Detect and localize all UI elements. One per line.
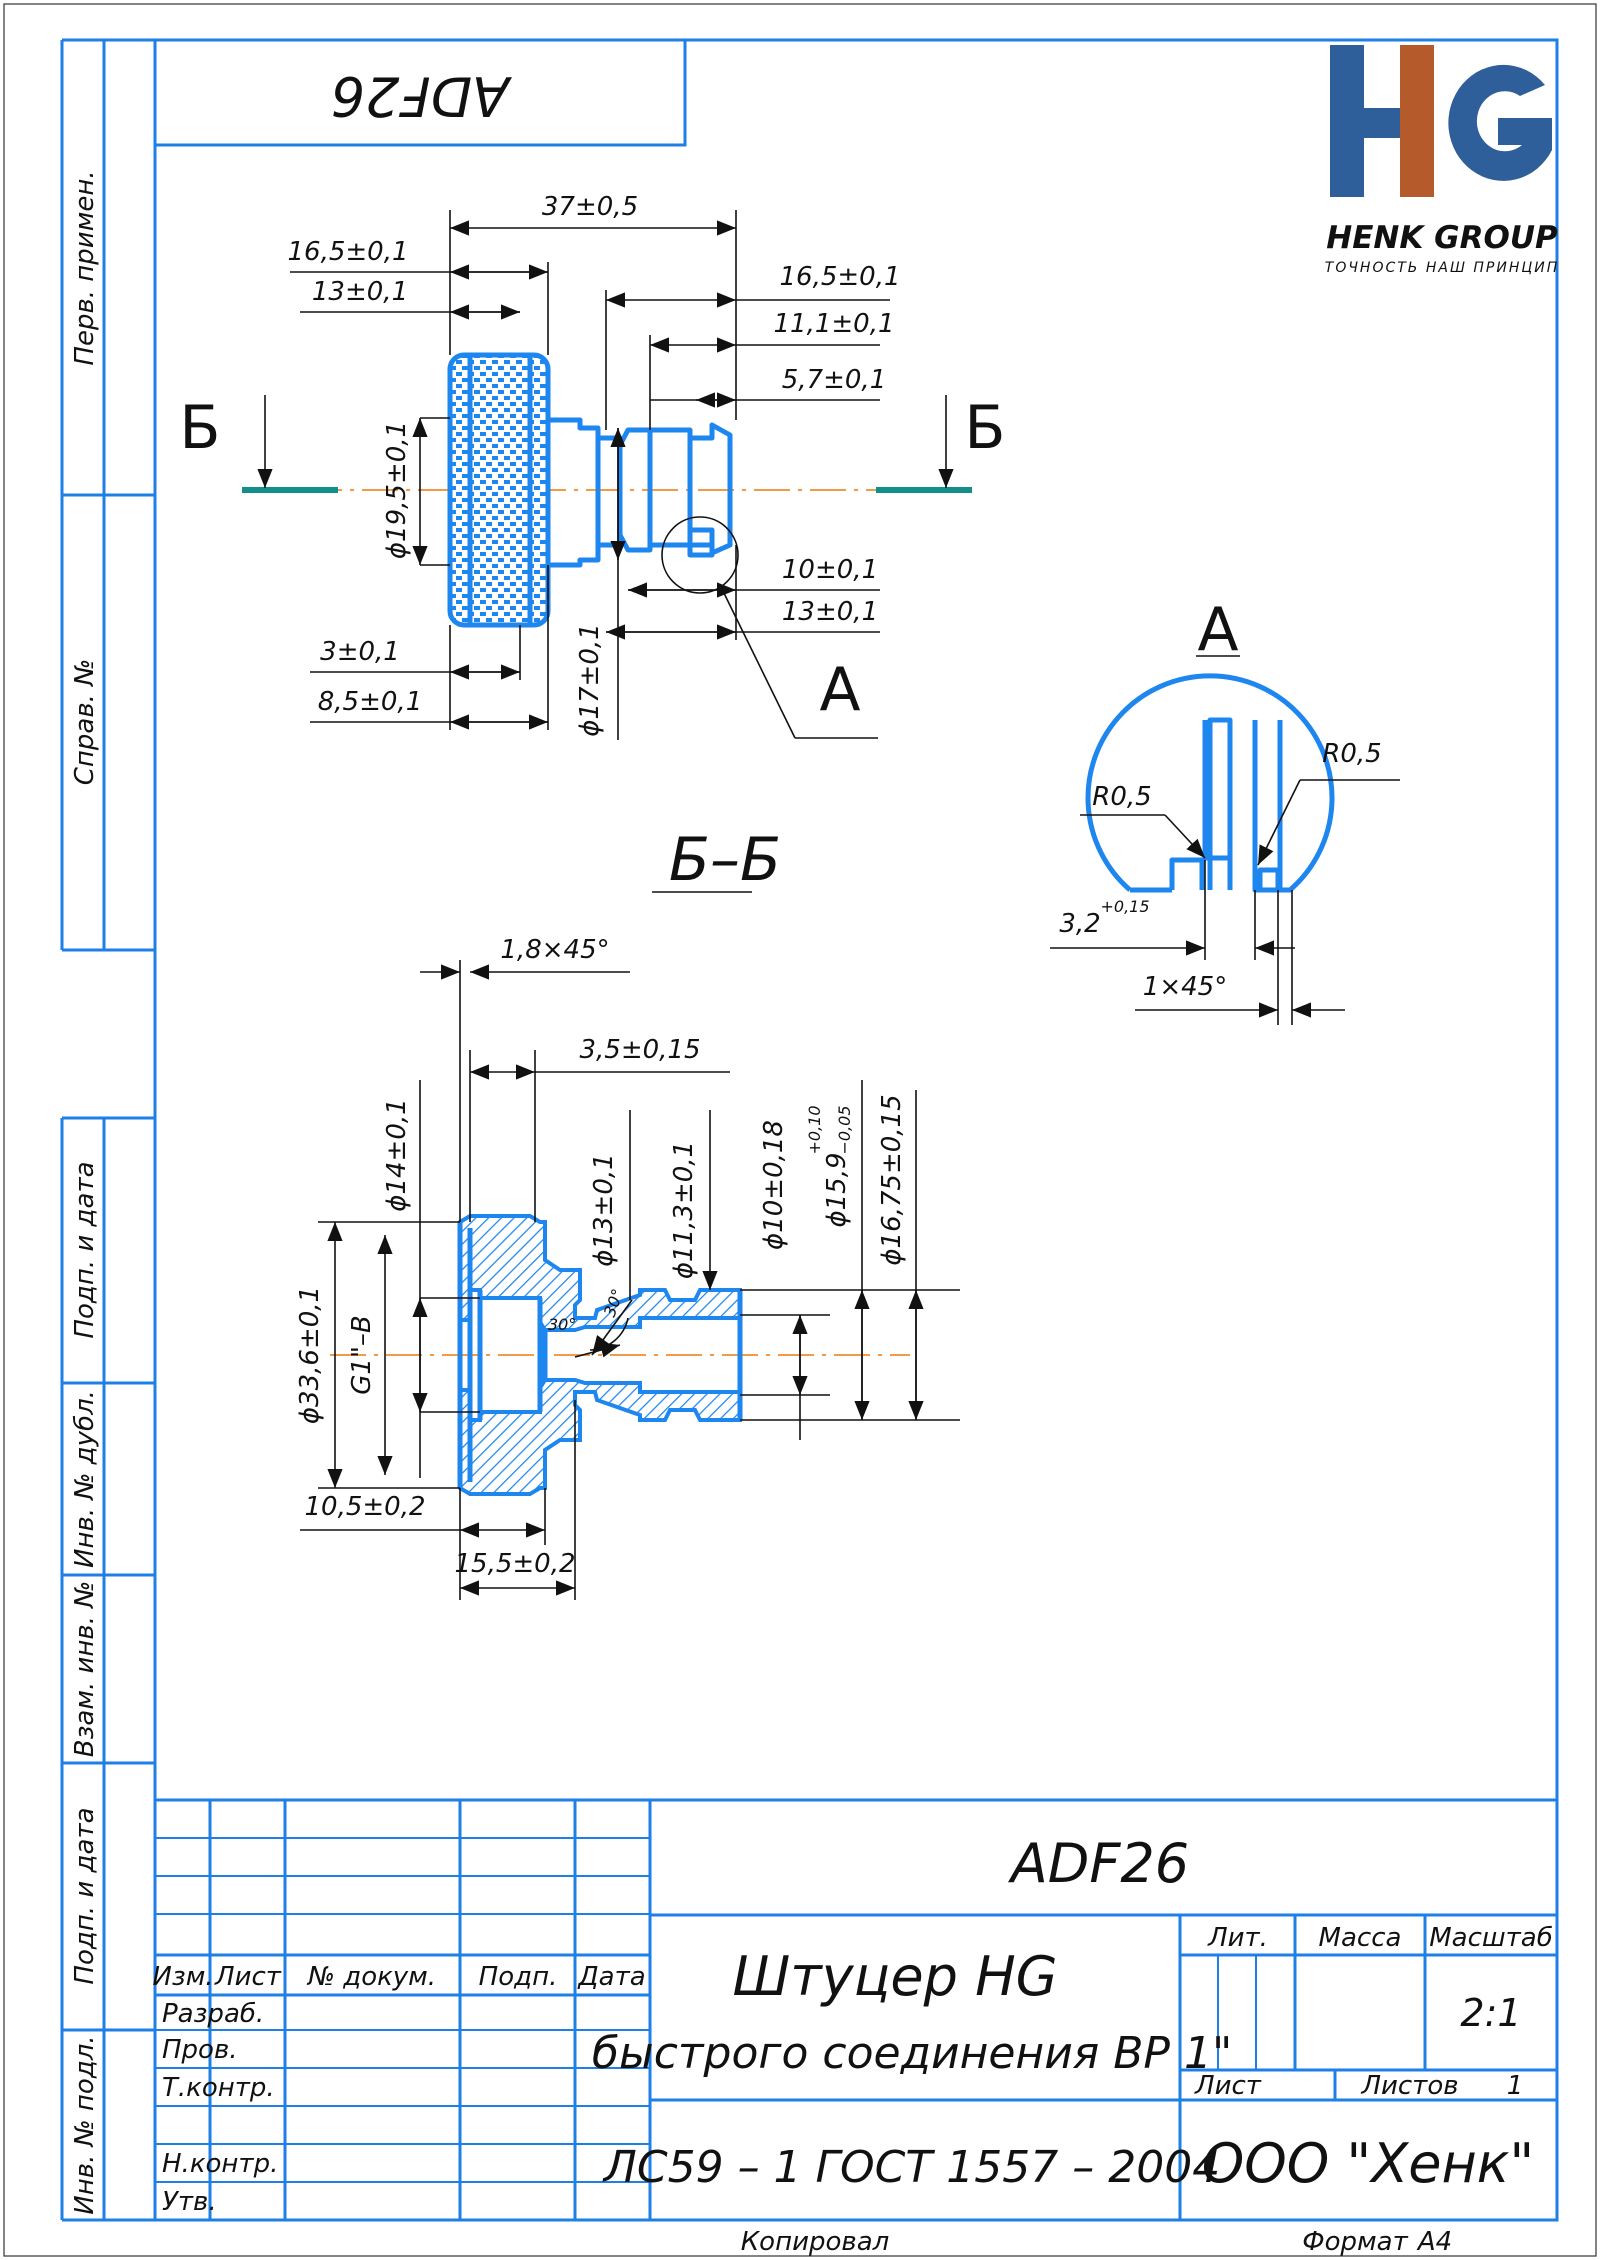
section-title: Б–Б bbox=[669, 825, 781, 895]
tb-company: ООО "Хенк" bbox=[1202, 2132, 1535, 2195]
tb-podp: Подп. bbox=[479, 1962, 558, 1992]
logo-name: HENK GROUP bbox=[1326, 220, 1558, 256]
tb-role-prov: Пров. bbox=[162, 2035, 238, 2065]
tb-name-2: быстрого соединения ВР 1" bbox=[592, 2028, 1232, 2079]
section-view: Б–Б 1,8×45° 3,5±0,15 ϕ14±0,1 ϕ33,6±0,1 G… bbox=[295, 825, 960, 1600]
dim-37: 37±0,5 bbox=[542, 192, 638, 222]
sec-155: 15,5±0,2 bbox=[454, 1549, 575, 1579]
mirrored-code: ADF26 bbox=[331, 64, 512, 127]
side-label-vzam: Взам. инв. № bbox=[70, 1581, 100, 1758]
tb-material: ЛС59 – 1 ГОСТ 1557 – 2004 bbox=[602, 2142, 1220, 2193]
sec-35: 3,5±0,15 bbox=[579, 1035, 700, 1065]
sec-105: 10,5±0,2 bbox=[304, 1492, 425, 1522]
detail-title: А bbox=[1197, 595, 1238, 665]
side-label-sprav: Справ. № bbox=[70, 659, 100, 785]
tb-scale: 2:1 bbox=[1460, 1991, 1521, 2035]
detail-mark: А bbox=[819, 655, 860, 725]
tb-role-nkontr: Н.контр. bbox=[162, 2149, 278, 2179]
sec-diam14: ϕ14±0,1 bbox=[382, 1098, 412, 1211]
tb-doc: № докум. bbox=[306, 1962, 436, 1992]
tb-lit: Лит. bbox=[1207, 1923, 1268, 1953]
nipple-body bbox=[647, 427, 693, 548]
side-label-perv: Перв. примен. bbox=[70, 170, 100, 365]
side-label-podp1: Подп. и дата bbox=[70, 1161, 100, 1338]
section-lower-hatch bbox=[458, 1378, 742, 1496]
tb-data: Дата bbox=[577, 1962, 645, 1992]
logo-tagline: ТОЧНОСТЬ НАШ ПРИНЦИП bbox=[1325, 260, 1559, 276]
dim-165-left: 16,5±0,1 bbox=[287, 237, 408, 267]
sec-diam159-up: +0,10 bbox=[805, 1105, 824, 1154]
tb-code: ADF26 bbox=[1008, 1832, 1189, 1895]
side-label-dubl: Инв. № дубл. bbox=[70, 1390, 100, 1568]
sec-angle1: 30° bbox=[548, 1315, 576, 1334]
sec-diam159-lo: −0,05 bbox=[835, 1105, 854, 1154]
side-label-podp2: Подп. и дата bbox=[70, 1807, 100, 1984]
knurled-head bbox=[447, 352, 551, 628]
tb-copied: Копировал bbox=[741, 2227, 890, 2257]
sec-chamfer: 1,8×45° bbox=[500, 935, 609, 965]
detail-width-tol: +0,15 bbox=[1100, 897, 1149, 916]
sec-diam33: ϕ33,6±0,1 bbox=[295, 1286, 325, 1424]
tb-format: А4 bbox=[1416, 2227, 1452, 2257]
sec-diam159: ϕ15,9 bbox=[822, 1152, 852, 1227]
dim-57: 5,7±0,1 bbox=[782, 365, 886, 395]
tb-sheet: Лист bbox=[1194, 2071, 1262, 2101]
henk-group-logo: HENK GROUP ТОЧНОСТЬ НАШ ПРИНЦИП bbox=[1325, 45, 1559, 276]
dim-13-top: 13±0,1 bbox=[312, 277, 408, 307]
tb-role-razrab: Разраб. bbox=[162, 1999, 264, 2029]
dim-111: 11,1±0,1 bbox=[773, 309, 894, 339]
tb-name-1: Штуцер HG bbox=[732, 1945, 1057, 2008]
dim-13-bottom: 13±0,1 bbox=[782, 597, 878, 627]
detail-a-view: А R0,5 R0,5 3,2 +0,15 1×45° bbox=[1050, 595, 1400, 1025]
top-view: Б Б А 37±0,5 16,5±0,1 13±0,1 16,5±0,1 bbox=[179, 192, 1006, 740]
sec-diam1675: ϕ16,75±0,15 bbox=[877, 1094, 907, 1265]
diam-195: ϕ19,5±0,1 bbox=[382, 421, 412, 559]
side-label-podl: Инв. № подл. bbox=[70, 2035, 100, 2214]
sec-thread: G1"–В bbox=[347, 1315, 377, 1395]
drawing-frame bbox=[153, 38, 1559, 2222]
detail-chamfer: 1×45° bbox=[1143, 972, 1227, 1002]
side-strip: Перв. примен. Справ. № Подп. и дата Инв.… bbox=[60, 38, 155, 2222]
detail-width: 3,2 bbox=[1059, 909, 1100, 939]
shank bbox=[545, 417, 601, 568]
nipple-tip bbox=[687, 422, 733, 556]
tb-format-label: Формат bbox=[1302, 2227, 1408, 2257]
dim-85: 8,5±0,1 bbox=[318, 687, 422, 717]
sheet-border bbox=[3, 3, 1597, 2257]
sec-diam113: ϕ11,3±0,1 bbox=[669, 1141, 699, 1279]
dim-10: 10±0,1 bbox=[782, 555, 878, 585]
tb-mass: Масса bbox=[1319, 1923, 1402, 1953]
sec-diam13: ϕ13±0,1 bbox=[589, 1153, 619, 1266]
sec-diam10: ϕ10±0,18 bbox=[759, 1120, 789, 1250]
dim-165-right: 16,5±0,1 bbox=[779, 262, 900, 292]
tb-role-utv: Утв. bbox=[162, 2187, 217, 2217]
mirrored-code-box bbox=[153, 38, 687, 147]
tb-list: Лист bbox=[214, 1962, 282, 1992]
cut-mark-right: Б bbox=[964, 393, 1005, 463]
cut-mark-left: Б bbox=[179, 393, 220, 463]
tb-sheets-count: 1 bbox=[1507, 2071, 1524, 2101]
tb-izm: Изм. bbox=[152, 1962, 213, 1992]
title-block: Изм. Лист № докум. Подп. Дата Разраб. Пр… bbox=[152, 1798, 1557, 2257]
detail-r05-left: R0,5 bbox=[1092, 782, 1151, 812]
dim-3: 3±0,1 bbox=[320, 637, 400, 667]
tb-scale-label: Масштаб bbox=[1429, 1923, 1553, 1953]
detail-r05-right: R0,5 bbox=[1322, 739, 1381, 769]
tb-sheets: Листов bbox=[1360, 2071, 1458, 2101]
tb-role-tkontr: Т.контр. bbox=[162, 2073, 275, 2103]
section-upper-hatch bbox=[458, 1214, 742, 1332]
diam-17: ϕ17±0,1 bbox=[575, 623, 605, 736]
